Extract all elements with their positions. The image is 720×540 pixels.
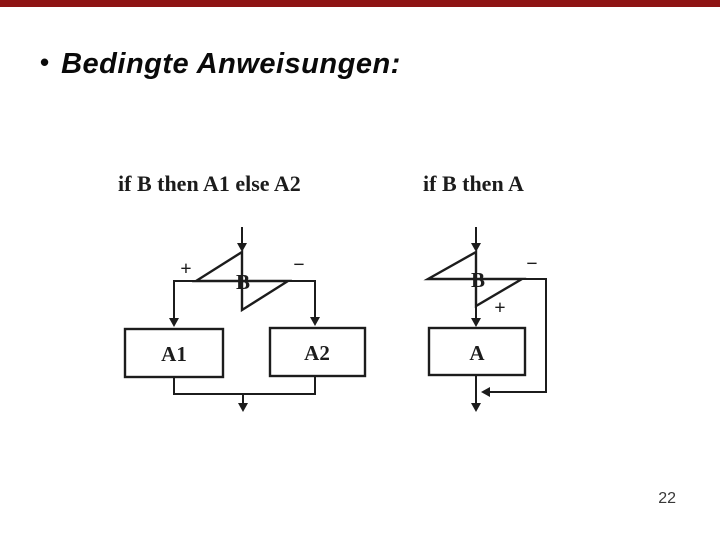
process-box-a2-label: A2 bbox=[304, 341, 330, 365]
process-box-a1-label: A1 bbox=[161, 342, 187, 366]
true-branch-line bbox=[173, 280, 196, 319]
merge-line-right bbox=[243, 376, 316, 395]
page-number: 22 bbox=[658, 490, 676, 507]
merge-line-left bbox=[173, 377, 243, 395]
plus-sign: + bbox=[180, 258, 191, 280]
exit-arrowhead-icon bbox=[471, 403, 481, 412]
flowchart-if-then: B − + A bbox=[400, 225, 570, 420]
bypass-branch-line bbox=[490, 278, 547, 393]
false-branch-arrowhead-icon bbox=[310, 317, 320, 326]
exit-arrowhead-icon bbox=[238, 403, 248, 412]
false-branch-line bbox=[288, 280, 316, 318]
process-box-a bbox=[427, 326, 527, 377]
plus-sign: + bbox=[494, 297, 505, 319]
process-box-a1 bbox=[123, 327, 225, 379]
title-bullet: • bbox=[40, 47, 50, 77]
top-accent-bar bbox=[0, 0, 720, 7]
flowchart-if-then-else: B + − A1 A2 bbox=[110, 225, 380, 420]
caption-if-then: if B then A bbox=[423, 171, 524, 196]
condition-label: B bbox=[236, 270, 250, 294]
page-title: Bedingte Anweisungen: bbox=[61, 48, 401, 80]
caption-if-then-else: if B then A1 else A2 bbox=[118, 171, 301, 196]
entry-arrowhead-icon bbox=[237, 243, 247, 252]
process-box-a2 bbox=[268, 326, 367, 378]
entry-arrowhead-icon bbox=[471, 243, 481, 252]
minus-sign: − bbox=[526, 253, 537, 275]
true-branch-arrowhead-icon bbox=[471, 318, 481, 327]
condition-label: B bbox=[471, 268, 485, 292]
slide-title: • Bedingte Anweisungen: bbox=[40, 47, 680, 81]
bypass-arrowhead-icon bbox=[481, 387, 490, 397]
process-box-a-label: A bbox=[469, 341, 485, 365]
true-branch-arrowhead-icon bbox=[169, 318, 179, 327]
minus-sign: − bbox=[293, 254, 304, 276]
